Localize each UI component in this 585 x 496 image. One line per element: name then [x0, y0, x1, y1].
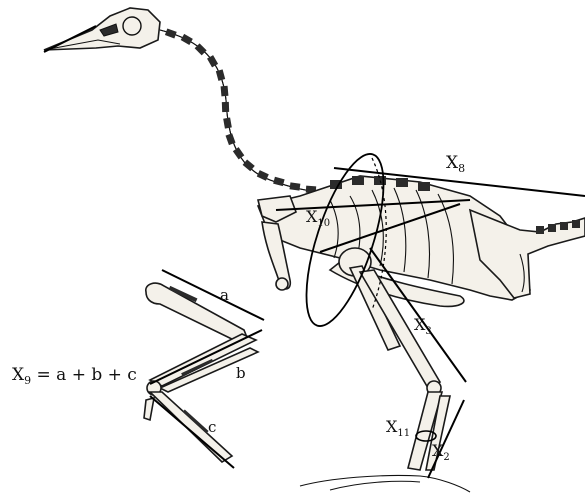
label-c: c — [208, 418, 216, 436]
label-x8: X8 — [446, 153, 465, 175]
label-b: b — [236, 364, 246, 382]
neck-vertebrae — [160, 28, 325, 193]
formula-x9: X9 = a + b + c — [12, 365, 137, 387]
label-a: a — [220, 286, 229, 304]
label-x11: X11 — [386, 417, 410, 439]
label-x2: X2 — [432, 441, 450, 463]
label-x3: X3 — [414, 315, 432, 337]
measure-line-c — [150, 396, 234, 468]
